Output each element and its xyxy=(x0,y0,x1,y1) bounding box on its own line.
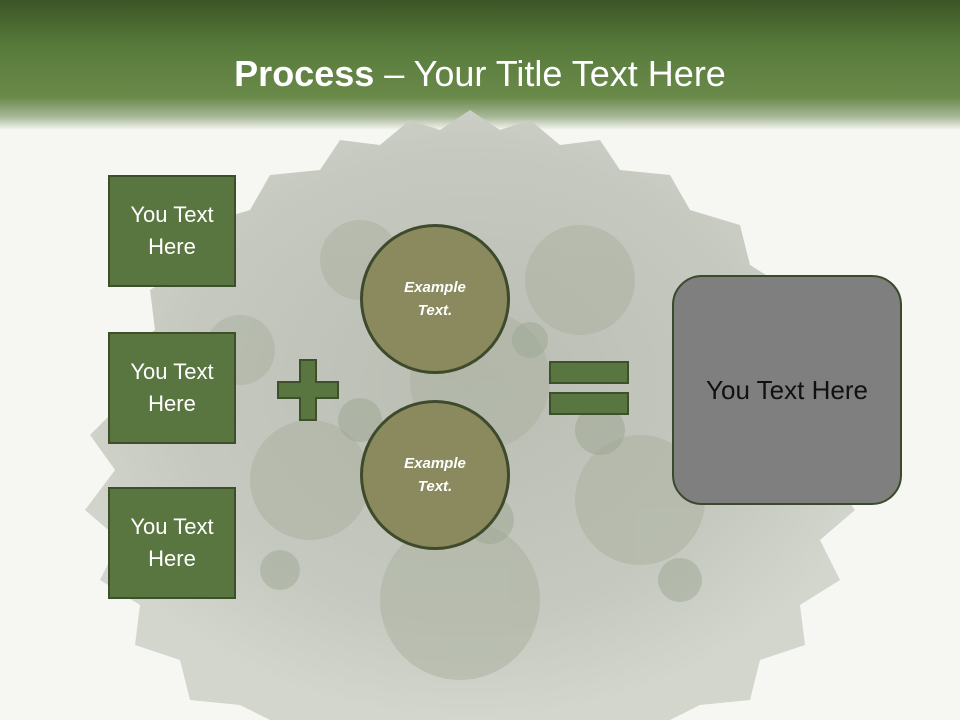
input-box-3: You Text Here xyxy=(108,487,236,599)
input-box-1: You Text Here xyxy=(108,175,236,287)
example-circle-1: Example Text. xyxy=(360,224,510,374)
result-box: You Text Here xyxy=(672,275,902,505)
slide-title: Process – Your Title Text Here xyxy=(0,52,960,96)
title-bold: Process xyxy=(234,53,375,94)
header-band xyxy=(0,0,960,130)
title-rest: – Your Title Text Here xyxy=(374,53,726,94)
input-box-2: You Text Here xyxy=(108,332,236,444)
example-circle-2: Example Text. xyxy=(360,400,510,550)
plus-icon xyxy=(277,359,339,421)
equals-icon xyxy=(549,361,629,415)
